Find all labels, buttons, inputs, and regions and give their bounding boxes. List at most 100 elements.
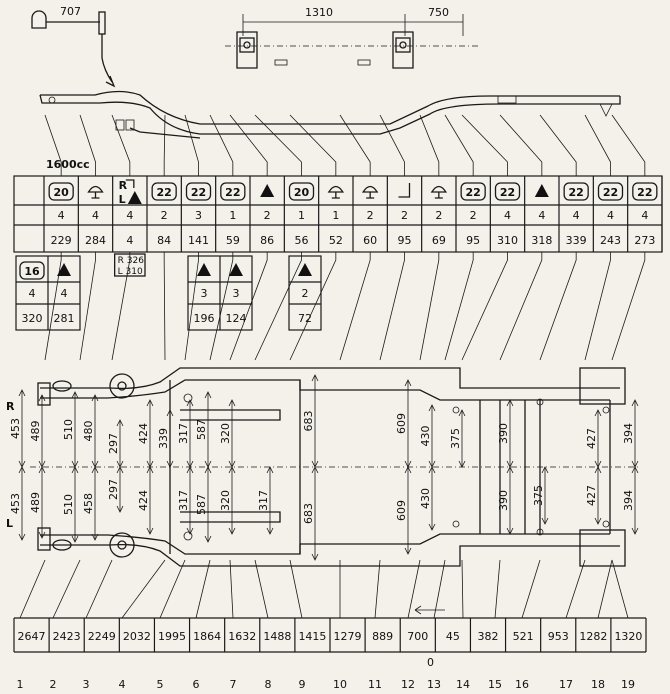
table-dim-5: 141 <box>188 234 209 247</box>
point-number-19: 19 <box>621 678 635 691</box>
point-number-1: 1 <box>17 678 24 691</box>
table-dim-12: 69 <box>432 234 446 247</box>
point-number-5: 5 <box>157 678 164 691</box>
sub1-symbol-2 <box>57 263 71 276</box>
vdim-v390-28: 390 <box>497 423 510 444</box>
table-symbol-6-label: 22 <box>225 186 240 199</box>
bottom-dim-11: 889 <box>372 630 393 643</box>
table-count-11: 2 <box>401 209 408 222</box>
table-count-14: 4 <box>504 209 511 222</box>
table-symbol-1: 20 <box>48 182 74 201</box>
table-dim-17: 243 <box>600 234 621 247</box>
table-count-4: 2 <box>161 209 168 222</box>
point-number-7: 7 <box>230 678 237 691</box>
table-note-r: R <box>119 179 128 192</box>
table-symbol-8-label: 20 <box>294 186 310 199</box>
table-dim-6: 59 <box>226 234 240 247</box>
table-dim-1: 229 <box>51 234 72 247</box>
vdim-v375-27: 375 <box>449 428 462 449</box>
bottom-dim-4: 2032 <box>123 630 151 643</box>
table-dim-3: 4 <box>126 234 133 247</box>
bottom-dim-5: 1995 <box>158 630 186 643</box>
table-count-12: 2 <box>435 209 442 222</box>
vdim-v683-22: 683 <box>302 503 315 524</box>
table-dim-2: 284 <box>85 234 106 247</box>
sub2-symbol-2 <box>229 263 243 276</box>
point-number-3: 3 <box>83 678 90 691</box>
vdim-v609-24: 609 <box>395 500 408 521</box>
sub1-count-1: 4 <box>29 287 36 300</box>
vdim-v489-3: 489 <box>29 421 42 442</box>
bottom-dim-18: 1320 <box>614 630 642 643</box>
sub1-dim-2: 281 <box>54 312 75 325</box>
vdim-v430-25: 430 <box>419 426 432 447</box>
table-symbol-17-label: 22 <box>603 186 618 199</box>
sub1-dim-1: 320 <box>22 312 43 325</box>
table-symbol-8: 20 <box>288 182 315 201</box>
table-symbol-3 <box>127 191 142 204</box>
bottom-dim-9: 1415 <box>298 630 326 643</box>
table-count-6: 1 <box>229 209 236 222</box>
table-note-l: L <box>119 193 126 206</box>
table-sub-l: L 310 <box>118 267 143 277</box>
point-number-2: 2 <box>50 678 57 691</box>
table-count-2: 4 <box>92 209 99 222</box>
vdim-v317-20: 317 <box>257 490 270 511</box>
vdim-v609-23: 609 <box>395 413 408 434</box>
vdim-v587-17: 587 <box>195 494 208 515</box>
point-number-17: 17 <box>559 678 573 691</box>
point-number-16: 16 <box>515 678 529 691</box>
vdim-v320-19: 320 <box>219 490 232 511</box>
sub2-dim-1: 196 <box>194 312 215 325</box>
point-number-14: 14 <box>456 678 470 691</box>
dim-label-750: 750 <box>428 6 449 19</box>
table-count-13: 2 <box>470 209 477 222</box>
vdim-v424-12: 424 <box>137 490 150 511</box>
table-count-18: 4 <box>641 209 648 222</box>
table-symbol-10 <box>361 185 379 199</box>
table-count-5: 3 <box>195 209 202 222</box>
point-number-18: 18 <box>591 678 605 691</box>
table-sub-r: R 326 <box>118 256 145 266</box>
point-number-8: 8 <box>265 678 272 691</box>
bottom-dim-6: 1864 <box>193 630 221 643</box>
point-number-4: 4 <box>119 678 126 691</box>
vdim-v317-15: 317 <box>177 490 190 511</box>
table-symbol-16-label: 22 <box>569 186 584 199</box>
sub2-dim-2: 124 <box>226 312 247 325</box>
table-dim-9: 52 <box>329 234 343 247</box>
table-count-16: 4 <box>573 209 580 222</box>
vdim-v430-26: 430 <box>419 488 432 509</box>
bottom-dim-7: 1632 <box>228 630 256 643</box>
table-dim-11: 95 <box>398 234 412 247</box>
bracket-width-detail: 1310 750 <box>225 6 480 69</box>
vdim-v375-30: 375 <box>532 485 545 506</box>
table-dim-16: 339 <box>566 234 587 247</box>
bottom-dim-2: 2423 <box>53 630 81 643</box>
table-count-3: 4 <box>126 209 133 222</box>
bottom-dim-12: 700 <box>407 630 428 643</box>
point-number-9: 9 <box>299 678 306 691</box>
table-symbol-4: 22 <box>151 182 177 201</box>
table-count-10: 2 <box>367 209 374 222</box>
table-symbol-18-label: 22 <box>637 186 652 199</box>
frame-plan-view <box>30 367 640 567</box>
vdim-v427-31: 427 <box>585 428 598 449</box>
vdim-v510-6: 510 <box>62 494 75 515</box>
sub1-symbol-1: 16 <box>19 261 45 280</box>
table-count-8: 1 <box>298 209 305 222</box>
side-label-left: L <box>6 517 13 530</box>
table-symbol-13-label: 22 <box>466 186 481 199</box>
point-number-10: 10 <box>333 678 347 691</box>
table-dim-10: 60 <box>363 234 377 247</box>
sub2-symbol-1 <box>197 263 211 276</box>
table-dim-13: 95 <box>466 234 480 247</box>
point-number-11: 11 <box>368 678 382 691</box>
bottom-dim-1: 2647 <box>18 630 46 643</box>
vdim-v510-5: 510 <box>62 419 75 440</box>
bottom-dim-14: 382 <box>478 630 499 643</box>
point-number-15: 15 <box>488 678 502 691</box>
